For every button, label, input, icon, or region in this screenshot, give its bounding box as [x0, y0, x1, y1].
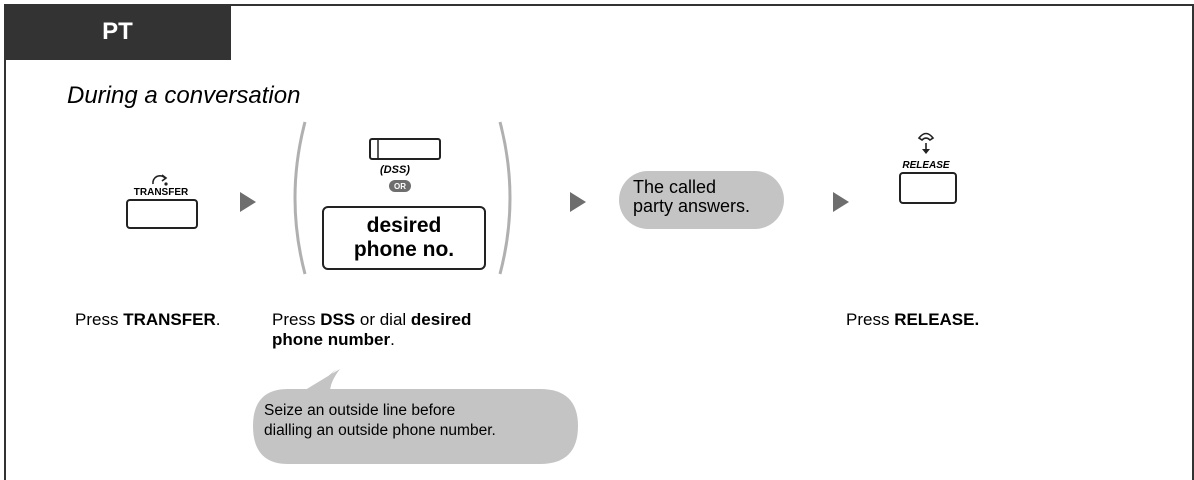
- mode-tab: PT: [4, 4, 231, 60]
- dss-key-label: (DSS): [380, 164, 410, 176]
- step1-caption: Press TRANSFER.: [75, 310, 221, 329]
- step-arrow-1-icon: [240, 192, 256, 212]
- handset-release-icon: [917, 132, 935, 154]
- release-key-label: RELEASE: [902, 160, 950, 171]
- step3-caption: Press RELEASE.: [846, 310, 980, 329]
- status-line-1: The called: [633, 177, 717, 197]
- dss-key[interactable]: [369, 138, 441, 160]
- desired-line-2: phone no.: [353, 238, 455, 261]
- note-text: Seize an outside line before dialling an…: [264, 401, 496, 441]
- release-key[interactable]: [899, 172, 957, 204]
- or-badge: OR: [389, 180, 411, 192]
- note-line-1: Seize an outside line before: [264, 402, 456, 419]
- transfer-key-label: TRANSFER: [133, 187, 189, 198]
- scenario-heading: During a conversation: [67, 82, 301, 109]
- transfer-key[interactable]: [126, 199, 198, 229]
- right-paren-icon: [498, 121, 512, 275]
- left-paren-icon: [293, 121, 307, 275]
- step-arrow-2-icon: [570, 192, 586, 212]
- status-line-2: party answers.: [633, 196, 751, 216]
- desired-line-1: desired: [366, 214, 442, 237]
- desired-phone-number-box[interactable]: desired phone no.: [322, 206, 486, 270]
- note-line-2: dialling an outside phone number.: [264, 422, 496, 439]
- transfer-arrow-icon: [152, 174, 168, 186]
- step-arrow-3-icon: [833, 192, 849, 212]
- mode-tab-label: PT: [102, 18, 133, 45]
- called-party-answers-bubble: The called party answers.: [619, 171, 784, 229]
- diagram-frame: [4, 4, 1194, 480]
